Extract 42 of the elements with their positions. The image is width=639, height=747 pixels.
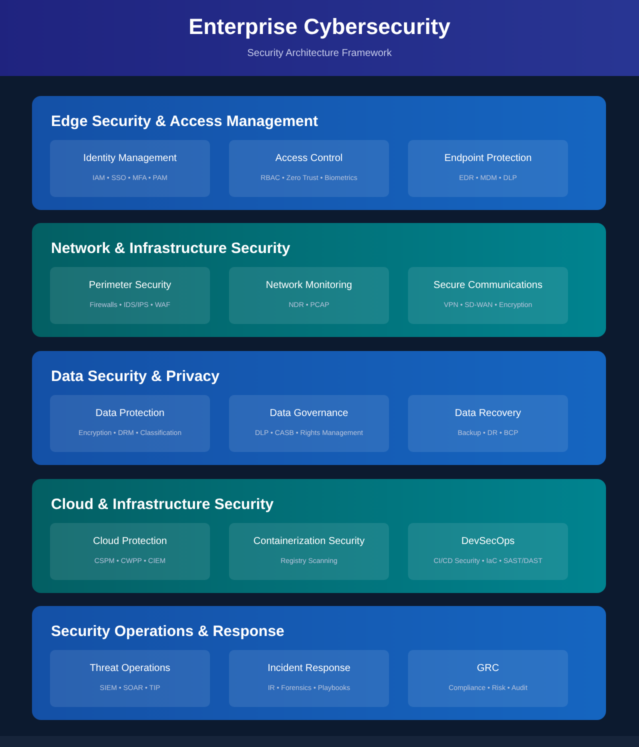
layer-panel: [32, 606, 606, 720]
component-card: [408, 140, 568, 197]
layer-heading: Data Security & Privacy: [51, 368, 220, 385]
component-title: Cloud Protection: [92, 536, 168, 547]
component-card: [229, 523, 389, 580]
component-title: Network Monitoring: [264, 280, 354, 291]
component-title: Data Protection: [94, 408, 166, 419]
component-title: Perimeter Security: [88, 280, 172, 291]
component-card: [50, 267, 210, 324]
component-card: [50, 140, 210, 197]
component-title: Identity Management: [82, 153, 178, 164]
component-title: Threat Operations: [88, 663, 172, 674]
component-card: [50, 523, 210, 580]
component-title: Containerization Security: [252, 536, 366, 547]
diagram-title: Enterprise Cybersecurity: [188, 14, 452, 40]
component-title: GRC: [476, 663, 500, 674]
component-card: [408, 523, 568, 580]
component-card: [50, 650, 210, 707]
component-title: Incident Response: [266, 663, 352, 674]
layer-heading: Network & Infrastructure Security: [51, 240, 290, 257]
component-title: Endpoint Protection: [443, 153, 533, 164]
component-title: Data Governance: [268, 408, 350, 419]
component-title: DevSecOps: [460, 536, 516, 547]
component-card: [408, 650, 568, 707]
layer-panel: [32, 479, 606, 593]
layer-panel: [32, 351, 606, 465]
component-card: [229, 650, 389, 707]
layer-heading: Edge Security & Access Management: [51, 113, 318, 130]
component-title: Access Control: [274, 153, 344, 164]
layer-heading: Security Operations & Response: [51, 623, 284, 640]
layer-panel: [32, 96, 606, 210]
component-card: [408, 267, 568, 324]
subtitle: Security Architecture Framework: [246, 48, 393, 59]
component-card: [50, 395, 210, 452]
component-card: [229, 395, 389, 452]
layer-panel: [32, 223, 606, 337]
component-title: Data Recovery: [454, 408, 522, 419]
component-card: [408, 395, 568, 452]
component-title: Secure Communications: [432, 280, 544, 291]
layer-heading: Cloud & Infrastructure Security: [51, 496, 274, 513]
component-card: [229, 267, 389, 324]
component-card: [229, 140, 389, 197]
